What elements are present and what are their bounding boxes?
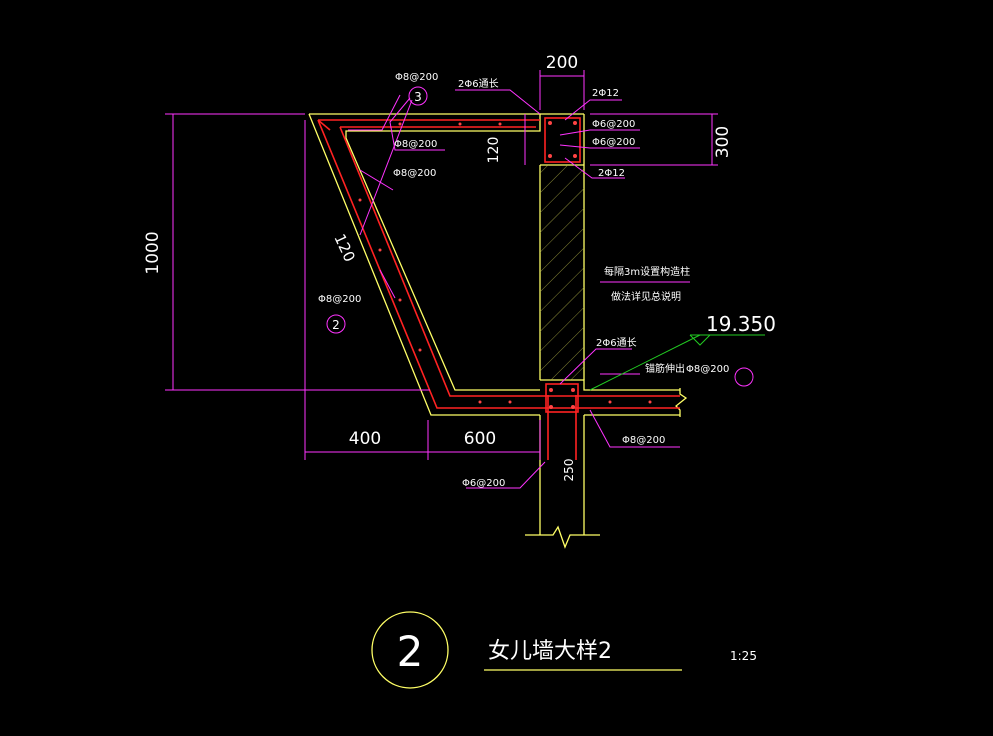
elevation-mark [589,334,765,391]
dim-bottom-width: 600 [464,429,496,449]
axis-bubble [734,367,754,387]
title-scale: 1:25 [730,649,757,663]
rebar-group [317,117,680,460]
dim-left-offset: 400 [349,429,381,449]
dimension-lines [165,70,718,489]
hook-left [317,119,331,131]
column-stirrup [545,383,579,413]
column-note-2: 做法详见总说明 [611,290,681,303]
label-beam-bottom: 2Φ12 [598,168,625,179]
label-inner-slant: Φ8@200 [393,168,436,179]
slab-break-line [675,388,688,417]
title-number-circle [371,611,449,689]
label-top-rebar-1: Φ8@200 [395,72,438,83]
label-top-rebar-2: Φ8@200 [394,139,437,150]
callout-slant: 2 [332,318,340,332]
elevation-value: 19.350 [706,312,776,336]
dim-top-width: 200 [546,53,578,73]
title-number: 2 [397,627,424,676]
label-anchorage: 锚筋伸出 [645,362,685,375]
label-beam-top: 2Φ12 [592,88,619,99]
outer-body-outline [308,113,540,416]
label-wall-stirrup: Φ6@200 [462,478,505,489]
dim-slab-thickness: 120 [486,137,502,164]
beam-stirrup [544,117,581,163]
title-text: 女儿墙大样2 [488,639,612,664]
rebar-dots [358,121,652,409]
callout-top: 3 [414,90,422,104]
dim-beam-height: 300 [713,126,733,158]
label-slab-bottom: Φ8@200 [622,435,665,446]
label-beam-stirrup-1: Φ6@200 [592,119,635,130]
label-anchorage-rebar: Φ8@200 [686,364,729,375]
label-top-longit: 2Φ6通长 [458,78,499,90]
wall-break-line [525,525,600,549]
dim-wall-thickness: 250 [562,459,576,482]
outer-slant-rebar [317,119,680,409]
label-bottom-longit: 2Φ6通长 [596,337,637,349]
column-base-top [540,379,680,391]
inner-slant-rebar [339,126,680,397]
masonry-wall-hatch [540,165,584,380]
dim-total-height: 1000 [143,231,163,274]
column-note-1: 每隔3m设置构造柱 [604,265,690,278]
label-slant-outer: Φ8@200 [318,294,361,305]
dim-slant-thickness: 120 [330,231,358,265]
label-beam-stirrup-2: Φ6@200 [592,137,635,148]
